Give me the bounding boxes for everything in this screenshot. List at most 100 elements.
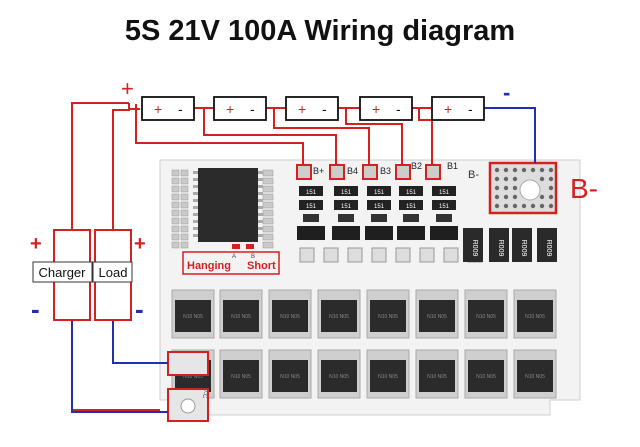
balance-lead-b4 <box>203 108 337 165</box>
smd-resistor-label: 151 <box>439 204 450 210</box>
mosfet-body <box>370 300 406 332</box>
via-dot <box>539 176 545 182</box>
mosfet-label: N10 N05 <box>231 374 251 380</box>
smd-resistor <box>399 200 423 210</box>
smd-resistor <box>432 186 456 196</box>
shunt-label: R009 <box>471 240 478 257</box>
mosfet-label: N10 N05 <box>183 374 203 380</box>
mosfet-body <box>419 300 455 332</box>
battery-cell-plus: + <box>372 101 380 117</box>
smd-resistor <box>399 186 423 196</box>
smd-resistor <box>432 200 456 210</box>
mosfet-label: N10 N05 <box>476 314 496 320</box>
mosfet-body <box>370 360 406 392</box>
mosfet-label: N10 N05 <box>378 374 398 380</box>
pack-minus-sign: - <box>503 80 510 105</box>
via-dot <box>494 185 500 191</box>
pc-pad: P-C <box>167 351 209 422</box>
battery-cell-minus: - <box>322 101 327 117</box>
right-ic-pad <box>262 193 274 201</box>
left-pad <box>180 241 189 249</box>
smd-capacitor <box>436 214 452 222</box>
battery-cell-body <box>431 96 485 121</box>
battery-cell-plus: + <box>444 101 452 117</box>
left-pad <box>171 209 180 217</box>
shunt-resistor <box>489 228 509 262</box>
shunt-resistor <box>463 228 483 262</box>
smd-resistor-label: 151 <box>306 190 317 196</box>
charger-plus-sign: + <box>30 233 42 255</box>
balance-lead-b2 <box>345 108 403 165</box>
smd-pad <box>347 247 363 263</box>
shunt-label: R009 <box>520 240 527 257</box>
left-pad <box>180 209 189 217</box>
balance-label: B4 <box>347 166 358 176</box>
via-dot <box>503 194 509 200</box>
battery-cell-body <box>141 96 195 121</box>
mosfet-label: N10 N05 <box>427 374 447 380</box>
mosfet-body <box>468 360 504 392</box>
right-ic-pad <box>262 169 274 177</box>
smd-transistor <box>297 226 325 240</box>
ic-pin <box>258 227 263 230</box>
right-ic-pad <box>262 217 274 225</box>
battery-cell-minus: - <box>250 101 255 117</box>
mosfet-label: N10 N05 <box>525 314 545 320</box>
right-ic-pad <box>262 209 274 217</box>
mosfet-label: N10 N05 <box>280 374 300 380</box>
ic-pin <box>258 234 263 237</box>
ic-pin <box>193 192 198 195</box>
mosfet-label: N10 N05 <box>329 314 349 320</box>
ic-pin <box>258 171 263 174</box>
ic-pin <box>193 220 198 223</box>
via-dot <box>530 203 536 209</box>
mosfet-body <box>272 300 308 332</box>
left-pad <box>171 177 180 185</box>
left-pad <box>171 193 180 201</box>
smd-pad <box>395 247 411 263</box>
mosfet-body <box>175 300 211 332</box>
via-dot <box>503 167 509 173</box>
jumper-area: Hanging Short A B <box>182 244 280 275</box>
smd-resistor-label: 151 <box>341 204 352 210</box>
jumper-b-label: B <box>251 254 255 260</box>
left-pad <box>171 233 180 241</box>
via-dot <box>539 203 545 209</box>
left-pad <box>171 241 180 249</box>
smd-transistor <box>365 226 393 240</box>
balance-pad <box>296 164 312 180</box>
charger-negative-wire <box>71 320 168 413</box>
via-dot <box>548 203 554 209</box>
via-dot <box>512 194 518 200</box>
mosfet-body <box>272 360 308 392</box>
battery-cell: +- <box>285 96 339 121</box>
balance-lead-bplus <box>135 104 304 165</box>
balance-label: B3 <box>380 166 391 176</box>
left-pad <box>180 185 189 193</box>
balance-label: B2 <box>411 161 422 171</box>
via-dot <box>494 176 500 182</box>
battery-cell-minus: - <box>468 101 473 117</box>
load-positive-wire <box>112 103 130 230</box>
short-label: Short <box>247 260 276 272</box>
mosfet-label: N10 N05 <box>476 374 496 380</box>
smd-resistor-label: 151 <box>406 204 417 210</box>
smd-resistor-label: 151 <box>374 204 385 210</box>
mosfet-body <box>223 300 259 332</box>
via-dot <box>539 194 545 200</box>
smd-resistor <box>299 186 323 196</box>
left-pad <box>171 217 180 225</box>
ic-pin <box>258 220 263 223</box>
smd-pad <box>371 247 387 263</box>
ic-pin <box>258 199 263 202</box>
right-ic-pad <box>262 185 274 193</box>
battery-cell: +- <box>431 96 485 121</box>
shunt-resistor <box>512 228 532 262</box>
ic-pin <box>193 178 198 181</box>
battery-cell-body <box>359 96 413 121</box>
mosfet-label: N10 N05 <box>280 314 300 320</box>
b-minus-small-label: B- <box>468 169 479 181</box>
